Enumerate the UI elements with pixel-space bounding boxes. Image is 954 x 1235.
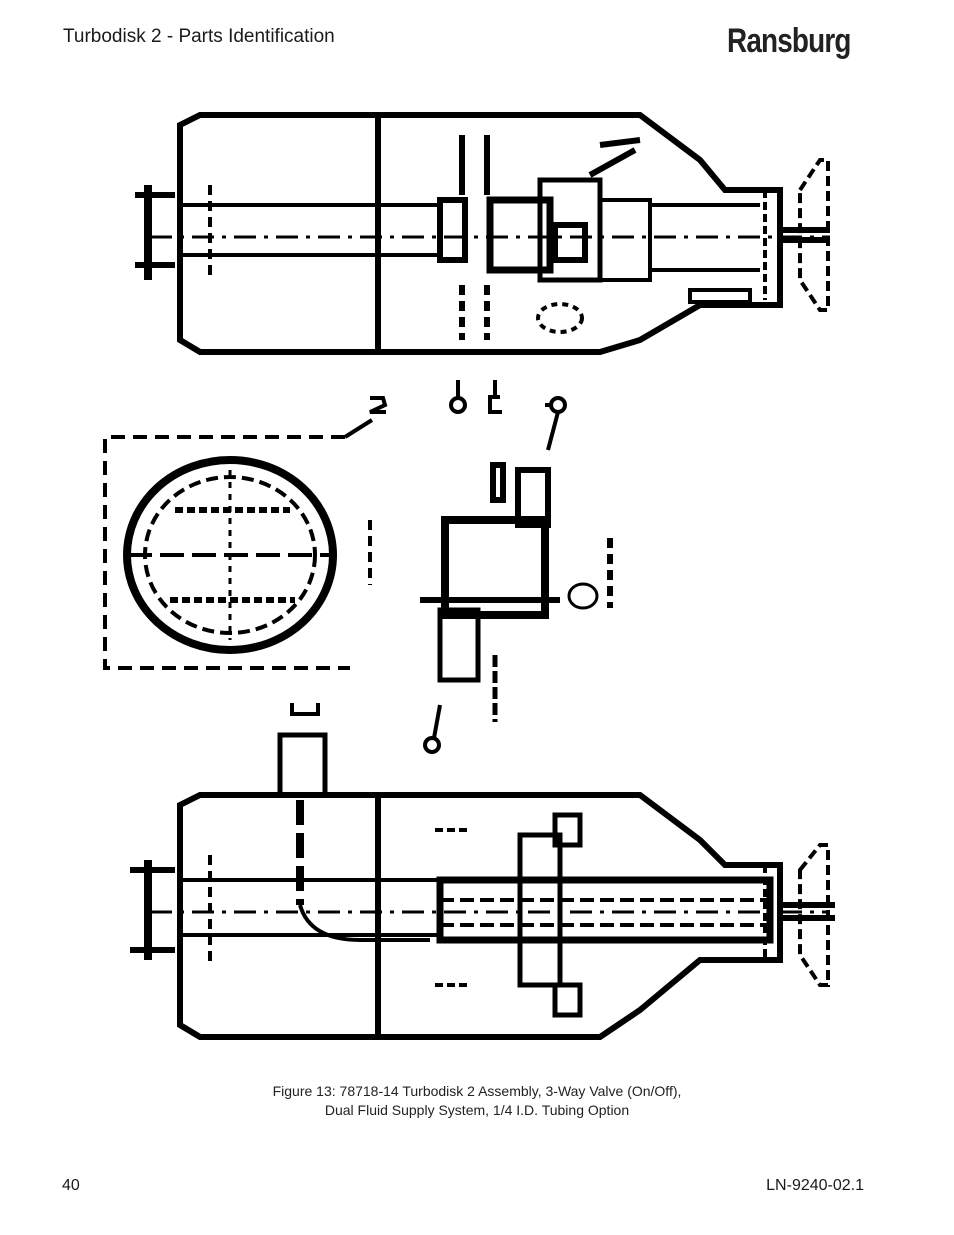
detail-valve-block [420, 462, 613, 722]
caption-line-1: Figure 13: 78718-14 Turbodisk 2 Assembly… [272, 1083, 682, 1099]
bottom-assembly-view [130, 732, 835, 1040]
detail-valve-view [103, 435, 372, 670]
top-assembly-view [135, 112, 830, 355]
callout-numerals [290, 380, 567, 754]
caption-line-2: Dual Fluid Supply System, 1/4 I.D. Tubin… [324, 1102, 630, 1118]
page-number: 40 [62, 1177, 80, 1194]
figure-caption: Figure 13: 78718-14 Turbodisk 2 Assembly… [0, 1082, 954, 1120]
ransburg-logo: Ransburg [727, 22, 851, 60]
document-number: LN-9240-02.1 [766, 1177, 864, 1194]
page-section-title: Turbodisk 2 - Parts Identification [63, 26, 335, 47]
